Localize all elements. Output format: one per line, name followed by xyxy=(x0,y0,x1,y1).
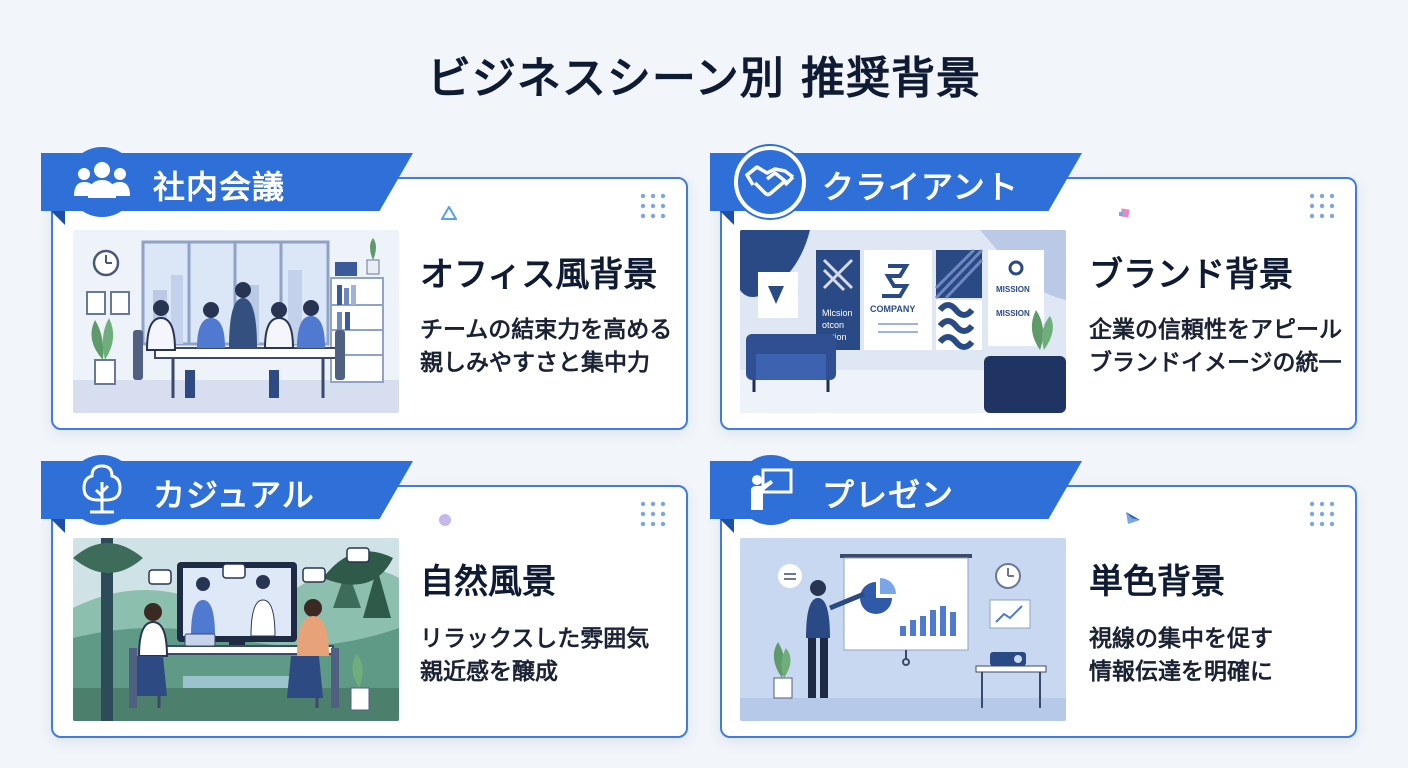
card-casual xyxy=(51,485,688,738)
point-text: 視線の集中を促す xyxy=(1089,626,1273,652)
point-text: ブランドイメージの統一 xyxy=(1089,350,1342,376)
office-illustration xyxy=(73,230,399,413)
dot-grid-decoration xyxy=(1309,501,1335,527)
ribbon-icon-badge xyxy=(67,455,137,525)
presentation-illustration xyxy=(740,538,1066,721)
ribbon-icon-badge xyxy=(736,455,806,525)
card-presentation xyxy=(720,485,1357,738)
team-icon xyxy=(74,160,130,204)
background-name: ブランド背景 xyxy=(1089,255,1293,295)
point-text: リラックスした雰囲気 xyxy=(420,626,650,652)
handshake-icon xyxy=(744,163,795,201)
ribbon-label: カジュアル xyxy=(153,476,315,514)
point-text: 親近感を醸成 xyxy=(420,659,558,685)
mission-text-left: Mlcsion xyxy=(822,308,853,318)
page-title: ビジネスシーン別 推奨背景 xyxy=(426,53,982,104)
card-internal-meeting xyxy=(51,177,688,430)
sparkle-decoration xyxy=(1119,208,1130,218)
triangle-decoration xyxy=(1126,512,1140,524)
point-text: 情報伝達を明確に xyxy=(1089,659,1273,685)
dot-grid-decoration xyxy=(640,501,666,527)
svg-text:otcon: otcon xyxy=(822,320,844,330)
ribbon-icon-badge xyxy=(734,146,806,218)
presenter-icon xyxy=(747,464,795,516)
background-name: 自然風景 xyxy=(420,562,556,602)
point-text: 親しみやすさと集中力 xyxy=(420,350,650,376)
point-text: 企業の信頼性をアピール xyxy=(1089,317,1342,343)
ribbon-label: プレゼン xyxy=(822,476,955,514)
svg-text:MISSION: MISSION xyxy=(996,309,1030,318)
background-name: オフィス風背景 xyxy=(420,255,658,295)
ribbon-label: 社内会議 xyxy=(153,168,286,206)
background-name: 単色背景 xyxy=(1089,562,1225,602)
ribbon-label: クライアント xyxy=(822,168,1019,206)
svg-text:MISSION: MISSION xyxy=(996,285,1030,294)
dot-grid-decoration xyxy=(640,193,666,219)
card-client: Mlcsion otcon nation COMPANY MISSION MIS… xyxy=(720,177,1357,430)
tree-icon xyxy=(80,462,124,518)
company-text: COMPANY xyxy=(870,304,915,314)
point-text: チームの結束力を高める xyxy=(420,317,673,343)
circle-decoration xyxy=(439,514,451,526)
dot-grid-decoration xyxy=(1309,193,1335,219)
nature-illustration xyxy=(73,538,399,721)
brand-illustration: Mlcsion otcon nation COMPANY MISSION MIS… xyxy=(740,230,1066,413)
triangle-decoration xyxy=(441,206,457,220)
ribbon-icon-badge xyxy=(67,147,137,217)
